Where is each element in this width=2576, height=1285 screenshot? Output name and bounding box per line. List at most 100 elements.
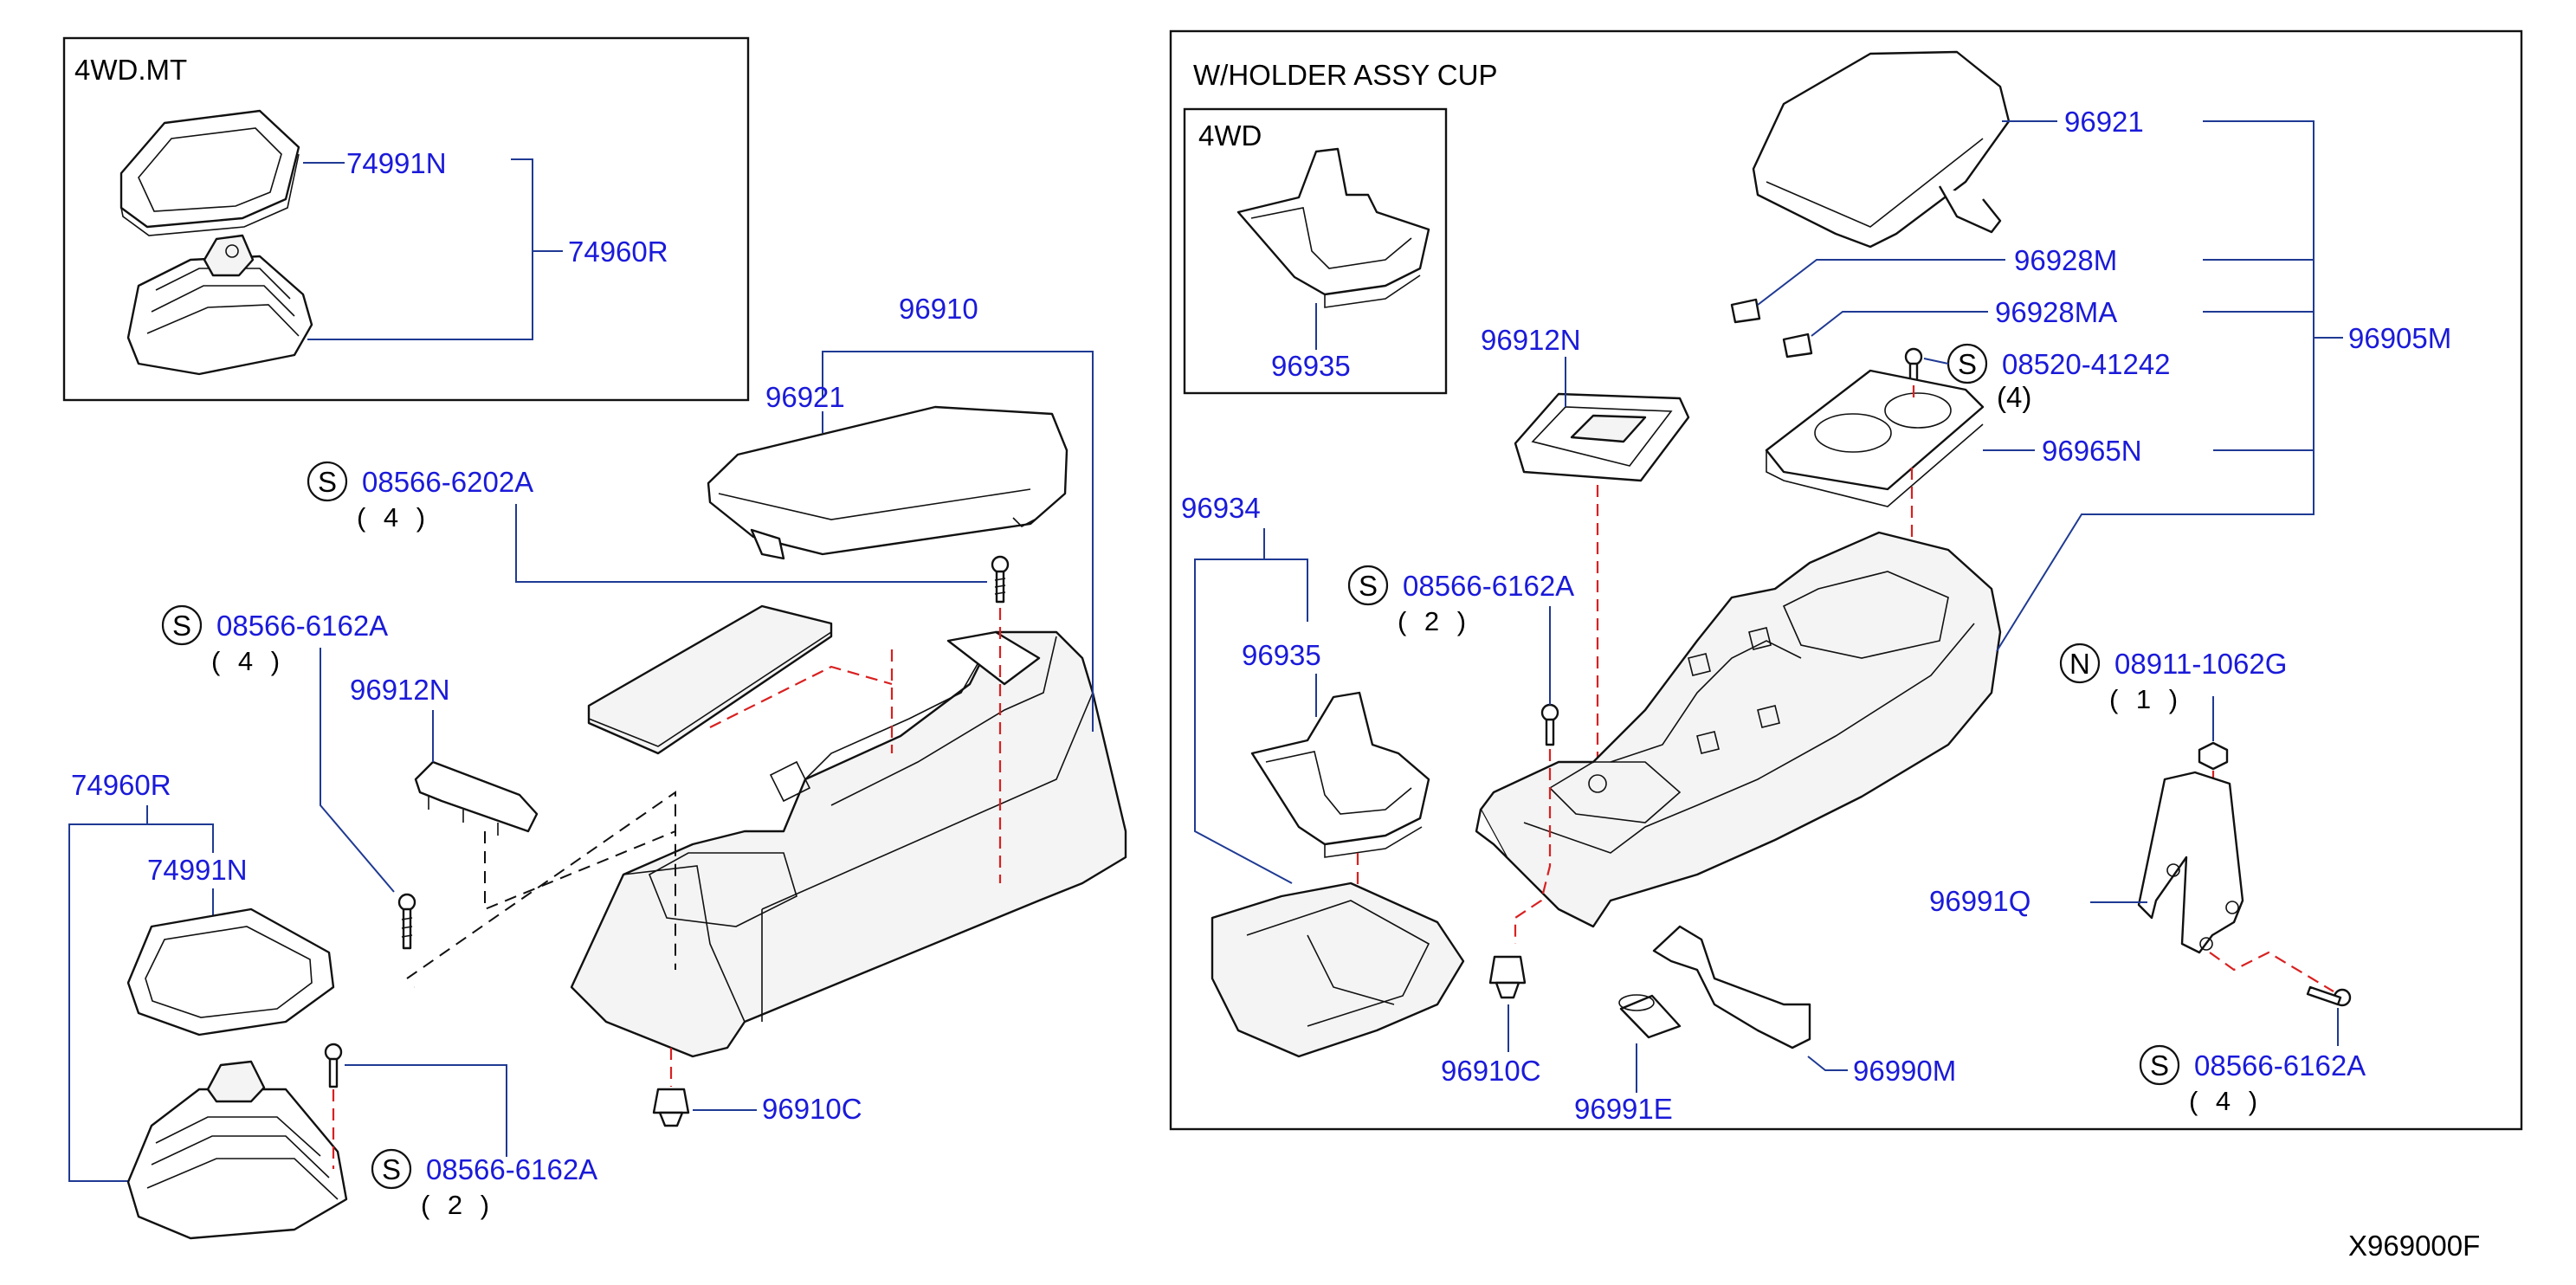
- clip-96910C-left-drawing: [652, 1088, 690, 1127]
- qty-08911-1062G: ( 1 ): [2109, 684, 2183, 714]
- boot-inset-right-drawing: [1236, 147, 1430, 308]
- dash-screw-mid: [1514, 749, 1552, 944]
- label-96928MA: 96928MA: [1995, 296, 2117, 328]
- screw-6162A-bottom-drawing: [324, 1043, 343, 1088]
- screw-symbol-6202A: [307, 461, 348, 502]
- screw-08520-drawing: [1904, 347, 1923, 383]
- leader-96910: [822, 351, 1094, 732]
- shift-boot-inset-drawing: [126, 234, 313, 376]
- pad-left-drawing: [587, 604, 833, 755]
- boot-frame-inset-drawing: [119, 109, 300, 236]
- label-96905M: 96905M: [2348, 322, 2451, 354]
- clip-96928MA-drawing: [1782, 333, 1813, 358]
- lid-right-drawing: [1752, 50, 2011, 249]
- label-96921-left: 96921: [765, 381, 845, 413]
- screw-symbol-6162A-right: [2139, 1044, 2180, 1086]
- label-96910C-right: 96910C: [1441, 1055, 1541, 1087]
- screw-symbol-6162A-right-letter: S: [2150, 1049, 2169, 1082]
- leader-08566-6162A-bottom: [345, 1064, 507, 1157]
- screw-symbol-6162A-mid-letter: S: [1359, 570, 1378, 602]
- label-96991E: 96991E: [1574, 1093, 1673, 1125]
- sleeve-96991E-drawing: [1618, 994, 1682, 1039]
- screw-symbol-6162A-bottom: [371, 1148, 412, 1190]
- screw-symbol-08520-letter: S: [1958, 348, 1977, 380]
- right-sub-inset-frame: [1183, 107, 1448, 395]
- leader-96990M: [1807, 1056, 1848, 1071]
- screw-symbol-6162A-bottom-letter: S: [382, 1153, 401, 1185]
- label-96910: 96910: [899, 293, 978, 325]
- screw-6202A-drawing: [991, 555, 1010, 604]
- label-96965N: 96965N: [2042, 435, 2142, 467]
- cover-96912N-right-drawing: [1514, 392, 1690, 482]
- left-inset-title: 4WD.MT: [74, 54, 187, 86]
- bracket-96990M-drawing: [1652, 925, 1811, 1049]
- label-74991N-inset: 74991N: [346, 147, 447, 179]
- diagram-id: X969000F: [2348, 1230, 2480, 1262]
- screw-6162A-mid-drawing: [1540, 703, 1559, 746]
- right-group-frame: [1169, 29, 2523, 1131]
- nut-08911-drawing: [2198, 741, 2229, 771]
- label-74991N: 74991N: [147, 854, 248, 886]
- cupholder-96965N-drawing: [1765, 369, 1985, 507]
- qty-08566-6162A-right: ( 4 ): [2189, 1086, 2263, 1116]
- console-body-left-drawing: [570, 630, 1127, 1058]
- qty-08566-6202A: ( 4 ): [357, 502, 430, 533]
- label-08566-6162A-bottom: 08566-6162A: [426, 1153, 597, 1185]
- boot-frame-drawing: [126, 907, 335, 1036]
- label-08566-6162A-right: 08566-6162A: [2194, 1049, 2366, 1082]
- screw-symbol-6162A-left-letter: S: [172, 610, 191, 642]
- label-96928M: 96928M: [2014, 244, 2117, 276]
- leader-74960R-inset: [307, 158, 563, 340]
- qty-08566-6162A-mid: ( 2 ): [1398, 606, 1471, 636]
- dash-bracket-screw: [2209, 951, 2334, 992]
- leader-96905M-group: [1996, 120, 2343, 652]
- leader-96934: [1194, 528, 1308, 884]
- left-inset-frame: [62, 36, 750, 402]
- cover-96934-drawing: [1211, 881, 1465, 1058]
- label-96935: 96935: [1242, 639, 1321, 671]
- label-08566-6162A-left: 08566-6162A: [216, 610, 388, 642]
- label-74960R: 74960R: [71, 769, 171, 801]
- lid-left-drawing: [707, 405, 1068, 560]
- nut-symbol-08911-letter: N: [2069, 648, 2090, 680]
- label-08566-6162A-mid: 08566-6162A: [1403, 570, 1574, 602]
- bracket-96991Q-drawing: [2137, 771, 2244, 954]
- boot-96935-drawing: [1250, 691, 1430, 858]
- qty-08520-41242: (4): [1997, 381, 2031, 413]
- right-sub-inset-title: 4WD: [1198, 119, 1262, 152]
- leader-08520-41242: [1923, 358, 1949, 365]
- label-08566-6202A: 08566-6202A: [362, 466, 533, 498]
- leader-08566-6162A-left: [320, 648, 395, 893]
- label-96934: 96934: [1181, 492, 1261, 524]
- label-96910C-left: 96910C: [762, 1093, 862, 1125]
- label-96912N-right: 96912N: [1481, 324, 1581, 356]
- shift-boot-drawing: [126, 1060, 348, 1240]
- label-08520-41242: 08520-41242: [2002, 348, 2171, 380]
- qty-08566-6162A-left: ( 4 ): [211, 646, 285, 676]
- leader-74960R: [68, 805, 214, 1182]
- dash-cover-console: [406, 791, 676, 979]
- screw-symbol-6202A-letter: S: [318, 466, 337, 498]
- clip-96928M-drawing: [1730, 298, 1761, 324]
- screw-symbol-6162A-left: [161, 604, 203, 646]
- label-08911-1062G: 08911-1062G: [2114, 648, 2287, 680]
- nut-symbol-08911: [2059, 642, 2101, 684]
- clip-96910C-right-drawing: [1488, 955, 1527, 999]
- cover-96912N-left-drawing: [414, 760, 539, 836]
- qty-08566-6162A-bottom: ( 2 ): [421, 1190, 494, 1220]
- label-96912N-left: 96912N: [350, 674, 450, 706]
- screw-symbol-6162A-mid: [1347, 565, 1389, 606]
- screw-6162A-right-drawing: [2306, 985, 2352, 1007]
- right-group-title: W/HOLDER ASSY CUP: [1193, 59, 1497, 91]
- leader-08566-6202A: [515, 504, 987, 583]
- leader-96928MA: [1811, 311, 1988, 337]
- label-74960R-inset: 74960R: [568, 236, 668, 268]
- label-96921-right: 96921: [2064, 106, 2144, 138]
- screw-6162A-left-drawing: [397, 893, 416, 950]
- dash-lid-pad: [709, 649, 894, 753]
- label-96991Q: 96991Q: [1929, 885, 2030, 917]
- label-96990M: 96990M: [1853, 1055, 1956, 1087]
- label-96935-inset: 96935: [1271, 350, 1351, 382]
- console-body-right-drawing: [1475, 531, 2002, 928]
